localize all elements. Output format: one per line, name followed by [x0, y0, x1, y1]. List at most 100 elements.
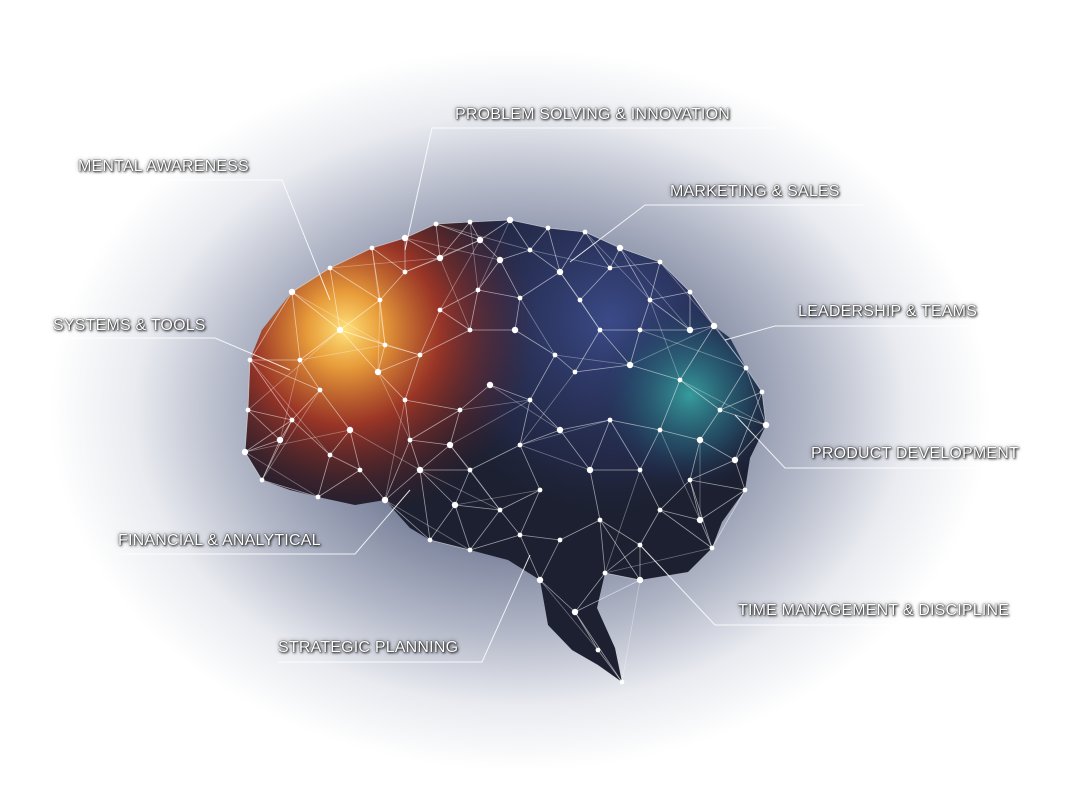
- mesh-link: [604, 469, 641, 574]
- mesh-node: [506, 216, 514, 224]
- mesh-link: [514, 329, 556, 356]
- mesh-link: [429, 504, 456, 541]
- mesh-node: [357, 467, 363, 473]
- mesh-link: [529, 399, 561, 431]
- mesh-link: [574, 611, 599, 651]
- mesh-node: [742, 487, 748, 493]
- mesh-node: [577, 297, 583, 303]
- mesh-link: [734, 459, 746, 491]
- mesh-node: [696, 516, 704, 524]
- mesh-link: [469, 289, 479, 331]
- mesh-link: [649, 291, 691, 301]
- mesh-node: [759, 389, 765, 395]
- mesh-link: [449, 444, 471, 471]
- mesh-link: [519, 429, 561, 446]
- mesh-link: [609, 419, 641, 471]
- mesh-node: [377, 297, 383, 303]
- mesh-link: [584, 231, 621, 249]
- mesh-node: [451, 501, 459, 509]
- mesh-node: [536, 576, 544, 584]
- mesh-link: [599, 329, 631, 366]
- mesh-link: [384, 469, 421, 501]
- mesh-node: [327, 265, 333, 271]
- leader-line: [278, 554, 531, 663]
- mesh-link: [619, 247, 661, 263]
- mesh-node: [527, 397, 533, 403]
- mesh-link: [659, 429, 701, 441]
- mesh-node: [657, 507, 663, 513]
- mesh-link: [619, 247, 651, 301]
- mesh-link: [247, 329, 341, 411]
- mesh-link: [249, 359, 293, 421]
- mesh-link: [454, 469, 471, 506]
- mesh-link: [419, 329, 471, 356]
- mesh-link: [404, 237, 501, 261]
- mesh-link: [599, 519, 641, 581]
- mesh-link: [649, 261, 661, 301]
- mesh-link: [519, 534, 561, 541]
- mesh-node: [433, 221, 439, 227]
- mesh-link: [329, 454, 361, 471]
- mesh-link: [529, 227, 549, 251]
- mesh-link: [247, 409, 281, 441]
- mesh-node: [696, 436, 704, 444]
- mesh-link: [529, 249, 561, 273]
- mesh-link: [379, 271, 406, 301]
- mesh-link: [291, 291, 341, 331]
- mesh-node: [327, 452, 333, 458]
- mesh-link: [349, 429, 361, 471]
- mesh-node: [687, 289, 693, 295]
- mesh-link: [299, 359, 321, 391]
- mesh-link: [454, 504, 501, 511]
- mesh-link: [349, 429, 421, 471]
- mesh-link: [319, 389, 351, 431]
- mesh-link: [745, 367, 767, 426]
- mesh-link: [469, 221, 479, 291]
- mesh-link: [639, 299, 651, 331]
- leader-line: [404, 127, 455, 251]
- mesh-node: [427, 537, 433, 543]
- mesh-link: [659, 379, 681, 431]
- mesh-link: [279, 359, 301, 441]
- mesh-link: [574, 611, 623, 683]
- mesh-link: [559, 271, 581, 301]
- mesh-link: [329, 257, 441, 269]
- mesh-link: [499, 489, 541, 511]
- mesh-link: [244, 419, 293, 453]
- label-systems-tools: SYSTEMS & TOOLS: [53, 317, 206, 334]
- leader-line: [118, 489, 411, 555]
- mesh-link: [509, 219, 531, 251]
- mesh-link: [574, 329, 601, 373]
- mesh-link: [317, 454, 331, 498]
- mesh-node: [315, 494, 321, 500]
- mesh-link: [419, 469, 431, 541]
- mesh-link: [554, 354, 631, 366]
- mesh-link: [604, 547, 713, 574]
- mesh-link: [317, 469, 361, 498]
- mesh-link: [604, 572, 641, 581]
- mesh-link: [689, 291, 715, 327]
- mesh-node: [245, 407, 251, 413]
- mesh-link: [469, 221, 481, 241]
- mesh-link: [519, 371, 576, 446]
- mesh-node: [407, 437, 413, 443]
- mesh-node: [717, 407, 723, 413]
- mesh-link: [404, 399, 461, 411]
- mesh-node: [369, 245, 375, 251]
- mesh-link: [291, 291, 301, 361]
- mesh-node: [417, 352, 423, 358]
- mesh-node: [317, 387, 323, 393]
- mesh-link: [244, 451, 319, 498]
- mesh-node: [446, 441, 454, 449]
- mesh-link: [384, 399, 406, 501]
- mesh-node: [709, 545, 715, 551]
- mesh-link: [689, 325, 715, 331]
- mesh-node: [572, 369, 578, 375]
- label-product-development: PRODUCT DEVELOPMENT: [811, 445, 1019, 462]
- mesh-node: [636, 576, 644, 584]
- mesh-link: [659, 429, 701, 521]
- mesh-node: [616, 244, 624, 252]
- mesh-link: [519, 271, 561, 299]
